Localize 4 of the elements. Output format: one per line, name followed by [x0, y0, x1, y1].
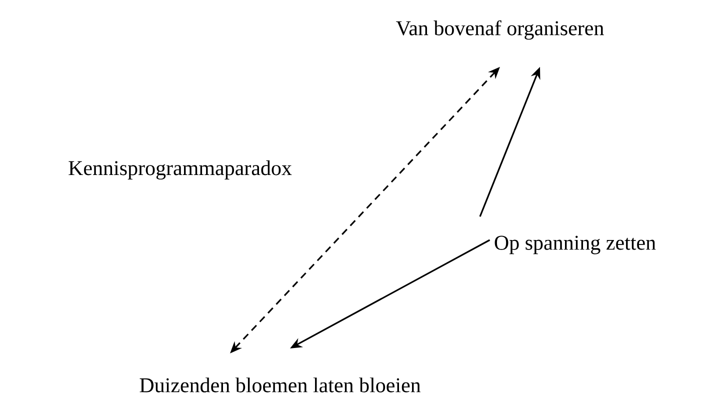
text-label: Op spanning zetten — [494, 236, 656, 254]
text-label: Van bovenaf organiseren — [396, 20, 604, 40]
text-label: Kennisprogrammaparadox — [68, 160, 292, 180]
text-label: Duizenden bloemen laten bloeien — [140, 378, 421, 392]
